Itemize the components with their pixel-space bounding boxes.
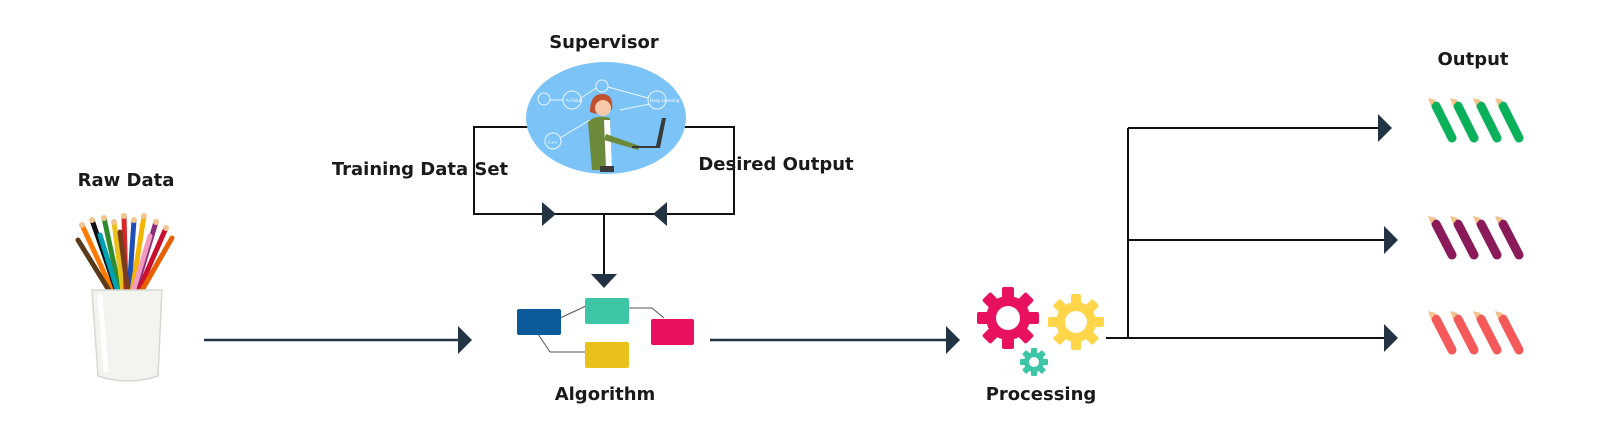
supervisor-laptop-icon: Ai Robot Deep Learning C++	[526, 62, 686, 174]
flow-arrow-raw-to-algorithm	[204, 326, 472, 354]
label-output: Output	[1437, 49, 1509, 70]
label-desired-output: Desired Output	[698, 154, 854, 175]
label-algorithm: Algorithm	[554, 384, 656, 405]
label-raw-data: Raw Data	[77, 170, 175, 191]
output-branch-lines	[1106, 127, 1386, 339]
svg-text:C++: C++	[548, 140, 558, 145]
arrow-to-algorithm	[591, 274, 617, 288]
gears-icon	[977, 287, 1104, 376]
arrow-output-2	[1384, 226, 1398, 254]
label-supervisor: Supervisor	[549, 32, 659, 53]
label-processing: Processing	[985, 384, 1097, 405]
flow-arrow-algorithm-to-processing	[710, 326, 960, 354]
svg-text:Ai Robot: Ai Robot	[566, 98, 583, 103]
arrow-output-1	[1378, 114, 1392, 142]
pencil-cup-icon	[75, 213, 175, 382]
label-training-data-set: Training Data Set	[331, 159, 509, 180]
pencils-icon	[1428, 216, 1524, 260]
arrow-output-3	[1384, 324, 1398, 352]
arrow-training-in	[542, 202, 556, 226]
pencils-icon	[1428, 311, 1524, 355]
algorithm-blocks-icon	[517, 298, 694, 368]
svg-text:Deep Learning: Deep Learning	[650, 98, 680, 103]
pencils-icon	[1428, 98, 1524, 143]
arrow-desired-in	[653, 202, 667, 226]
